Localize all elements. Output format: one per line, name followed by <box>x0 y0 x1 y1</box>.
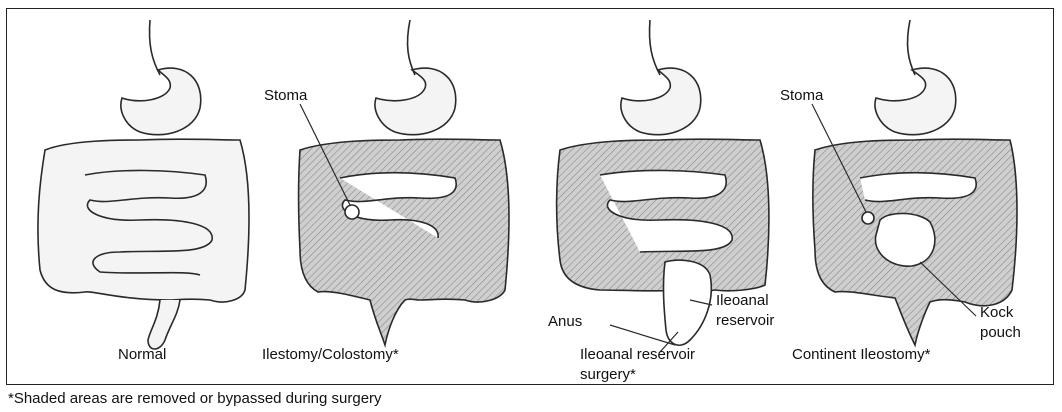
stomach <box>621 68 701 135</box>
stoma-opening <box>345 205 359 219</box>
caption-ileoanal-line1: Ileoanal reservoir <box>580 346 695 364</box>
esophagus <box>908 20 915 75</box>
callout-reservoir: reservoir <box>716 312 774 330</box>
stomach <box>875 68 956 135</box>
colon-shaded <box>557 139 769 291</box>
panel-continent-illustration <box>813 20 1017 345</box>
callout-pouch: pouch <box>980 324 1021 342</box>
caption-normal: Normal <box>118 346 166 364</box>
callout-stoma-ileostomy: Stoma <box>264 87 307 105</box>
callout-kock: Kock <box>980 304 1013 322</box>
esophagus <box>649 20 660 75</box>
callout-ileoanal: Ileoanal <box>716 292 769 310</box>
esophagus <box>149 20 160 75</box>
panel-normal-illustration <box>38 20 249 349</box>
kock-pouch <box>875 213 934 266</box>
rectum <box>148 300 180 349</box>
caption-continent: Continent Ileostomy* <box>792 346 930 364</box>
stomach <box>375 68 456 135</box>
panel-ileostomy-illustration <box>299 20 509 345</box>
callout-stoma-continent: Stoma <box>780 87 823 105</box>
caption-ileostomy: Ilestomy/Colostomy* <box>262 346 399 364</box>
colon-shaded <box>299 139 509 345</box>
small-intestine <box>860 173 976 202</box>
caption-ileoanal-line2: surgery* <box>580 366 636 384</box>
stoma-opening <box>862 212 874 224</box>
footnote: *Shaded areas are removed or bypassed du… <box>8 390 382 407</box>
stomach <box>121 68 201 135</box>
callout-anus: Anus <box>548 313 582 331</box>
esophagus <box>408 20 415 75</box>
